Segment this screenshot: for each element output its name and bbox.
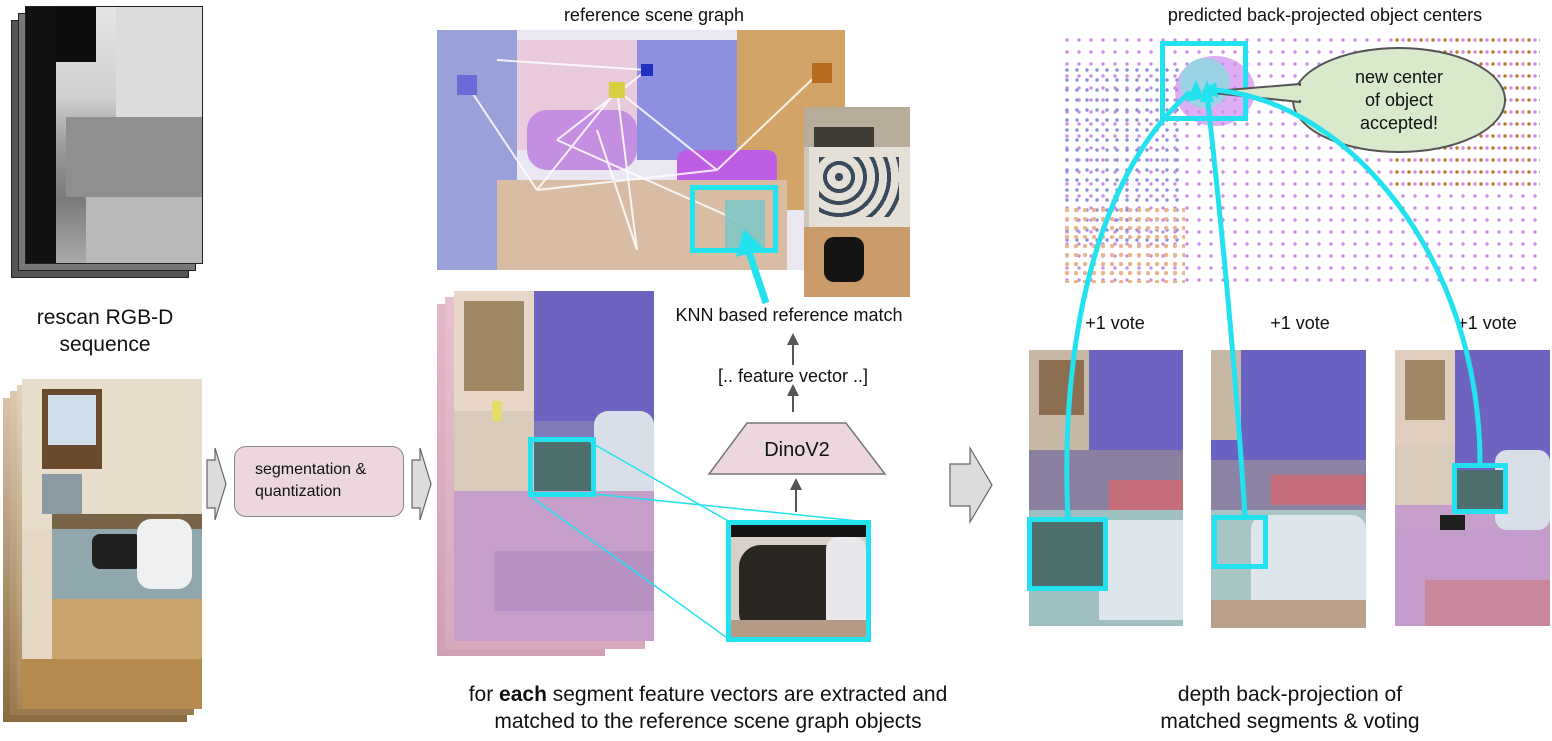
middle-caption-bold: each (499, 683, 547, 706)
dinov2-label: DinoV2 (764, 439, 830, 461)
vote-label-1: +1 vote (1085, 313, 1145, 333)
reference-scene-graph-image (437, 30, 845, 270)
segmentation-line1: segmentation & (255, 461, 367, 478)
right-caption-line1: depth back-projection of (1177, 683, 1403, 706)
voting-arrows (1064, 80, 1483, 519)
bubble-line3: accepted! (1359, 113, 1439, 133)
depth-image (25, 6, 203, 264)
vote-label-2: +1 vote (1270, 313, 1330, 333)
segmentation-line2: quantization (255, 483, 342, 500)
arrow-up-icon (790, 478, 802, 512)
bubble-line1: new center (1354, 67, 1444, 87)
scene-graph-edges (457, 59, 832, 251)
segment-crop-image (726, 520, 871, 642)
zoom-lines (529, 441, 869, 641)
vote-label-3: +1 vote (1457, 313, 1517, 333)
reference-scene-graph-title: reference scene graph (563, 5, 745, 25)
block-arrow-right-icon (411, 448, 432, 520)
middle-caption-prefix: for (468, 683, 500, 706)
segment-box-frame-3 (1452, 463, 1508, 514)
predicted-centers-title: predicted back-projected object centers (1167, 5, 1483, 25)
segment-box-frame-1 (1027, 517, 1108, 591)
arrow-up-icon (787, 333, 799, 365)
feature-vector-label: [.. feature vector ..] (717, 366, 869, 386)
middle-caption: for each segment feature vectors are ext… (440, 681, 976, 735)
knn-match-label: KNN based reference match (675, 305, 903, 325)
block-arrow-right-icon (206, 448, 227, 520)
accepted-center-box (1160, 41, 1248, 121)
middle-caption-line2: matched to the reference scene graph obj… (494, 710, 922, 733)
matched-object-highlight (690, 185, 778, 253)
sequence-label: rescan RGB-D sequence (5, 304, 205, 358)
knn-match-arrow (736, 229, 770, 305)
arrow-up-icon (787, 384, 799, 412)
middle-caption-rest: segment feature vectors are extracted an… (546, 683, 948, 706)
rgb-image (22, 379, 202, 709)
segment-highlight-box (528, 437, 596, 497)
sequence-label-line2: sequence (59, 333, 151, 356)
block-arrow-right-icon (949, 446, 993, 524)
segmentation-quantization-box: segmentation & quantization (234, 446, 404, 517)
bubble-line2: of object (1364, 90, 1434, 110)
right-caption-line2: matched segments & voting (1160, 710, 1420, 733)
reference-object-photo (804, 107, 910, 297)
dinov2-encoder-shape (707, 422, 887, 475)
right-caption: depth back-projection of matched segment… (1110, 681, 1470, 735)
sequence-label-line1: rescan RGB-D (36, 306, 174, 329)
middle-caption-line1: for each segment feature vectors are ext… (440, 681, 976, 708)
segment-box-frame-2 (1212, 515, 1268, 569)
backprojection-frame-2 (1211, 350, 1366, 628)
accepted-bubble: new center of object accepted! (1292, 47, 1506, 153)
